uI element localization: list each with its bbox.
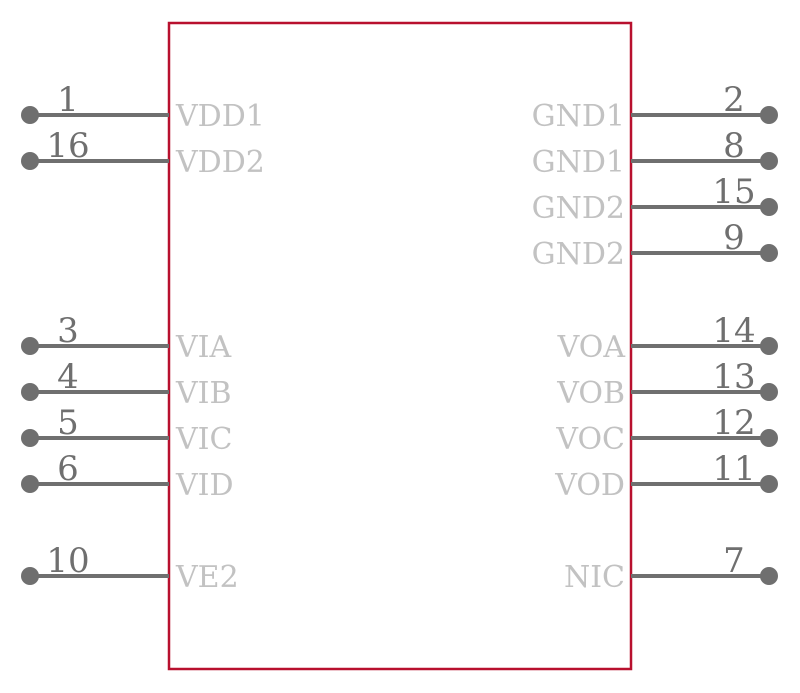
- pin-12-name: VOC: [555, 422, 625, 457]
- pin-12: 12 VOC: [555, 403, 778, 457]
- pin-13-endpoint: [760, 383, 778, 401]
- left-pin-group: 1 VDD1 16 VDD2 3 VIA 4 VIB 5 VIC 6 VID 10 VE2: [21, 80, 265, 595]
- right-pin-group: 2GND18GND115GND29GND214VOA13VOB12VOC11VO…: [532, 80, 778, 595]
- pin-2-name: GND1: [532, 99, 625, 134]
- pin-15-number: 15: [712, 172, 755, 212]
- pin-7-number: 7: [723, 541, 745, 581]
- pin-7: 7 NIC: [564, 541, 778, 595]
- pin-6-number: 6: [57, 449, 79, 489]
- pin-11-number: 11: [712, 449, 755, 489]
- pin-4-endpoint: [21, 383, 39, 401]
- pin-9-endpoint: [760, 244, 778, 262]
- pin-10-name: VE2: [175, 560, 239, 595]
- pin-16-endpoint: [21, 152, 39, 170]
- pin-3-endpoint: [21, 337, 39, 355]
- pin-5-endpoint: [21, 429, 39, 447]
- pin-16-number: 16: [46, 126, 89, 166]
- pin-2: 2 GND1: [532, 80, 778, 134]
- pin-5-number: 5: [57, 403, 79, 443]
- pin-14-number: 14: [712, 311, 755, 351]
- pin-11-name: VOD: [554, 468, 625, 503]
- pin-8-number: 8: [723, 126, 745, 166]
- pin-9-name: GND2: [532, 237, 625, 272]
- pin-13-name: VOB: [556, 376, 625, 411]
- pin-5-name: VIC: [175, 422, 232, 457]
- pin-8-name: GND1: [532, 145, 625, 180]
- pin-15: 15 GND2: [532, 172, 778, 226]
- pin-1-name: VDD1: [175, 99, 265, 134]
- pin-4-number: 4: [57, 357, 79, 397]
- pin-14-name: VOA: [557, 330, 626, 365]
- pin-13-number: 13: [712, 357, 755, 397]
- pin-8: 8 GND1: [532, 126, 778, 180]
- pin-12-number: 12: [712, 403, 755, 443]
- pin-4: 4 VIB: [21, 357, 232, 411]
- pin-6-name: VID: [175, 468, 234, 503]
- pin-11-endpoint: [760, 475, 778, 493]
- pin-15-name: GND2: [532, 191, 625, 226]
- pin-4-name: VIB: [175, 376, 232, 411]
- pin-5: 5 VIC: [21, 403, 232, 457]
- pin-1-number: 1: [57, 80, 79, 120]
- pin-7-endpoint: [760, 567, 778, 585]
- pin-3: 3 VIA: [21, 311, 232, 365]
- pin-7-name: NIC: [564, 560, 625, 595]
- pin-11: 11 VOD: [554, 449, 778, 503]
- pin-6-endpoint: [21, 475, 39, 493]
- pin-6: 6 VID: [21, 449, 234, 503]
- pin-2-number: 2: [723, 80, 745, 120]
- pin-3-name: VIA: [175, 330, 232, 365]
- pin-16-name: VDD2: [175, 145, 265, 180]
- pin-1-endpoint: [21, 106, 39, 124]
- pin-10-number: 10: [46, 541, 89, 581]
- pin-10: 10 VE2: [21, 541, 239, 595]
- pin-16: 16 VDD2: [21, 126, 265, 180]
- pin-14: 14 VOA: [557, 311, 778, 365]
- pin-15-endpoint: [760, 198, 778, 216]
- pin-9-number: 9: [723, 218, 745, 258]
- pin-14-endpoint: [760, 337, 778, 355]
- pin-10-endpoint: [21, 567, 39, 585]
- pin-1: 1 VDD1: [21, 80, 265, 134]
- pin-13: 13 VOB: [556, 357, 778, 411]
- pin-3-number: 3: [57, 311, 79, 351]
- pin-12-endpoint: [760, 429, 778, 447]
- pin-9: 9 GND2: [532, 218, 778, 272]
- pin-8-endpoint: [760, 152, 778, 170]
- pin-2-endpoint: [760, 106, 778, 124]
